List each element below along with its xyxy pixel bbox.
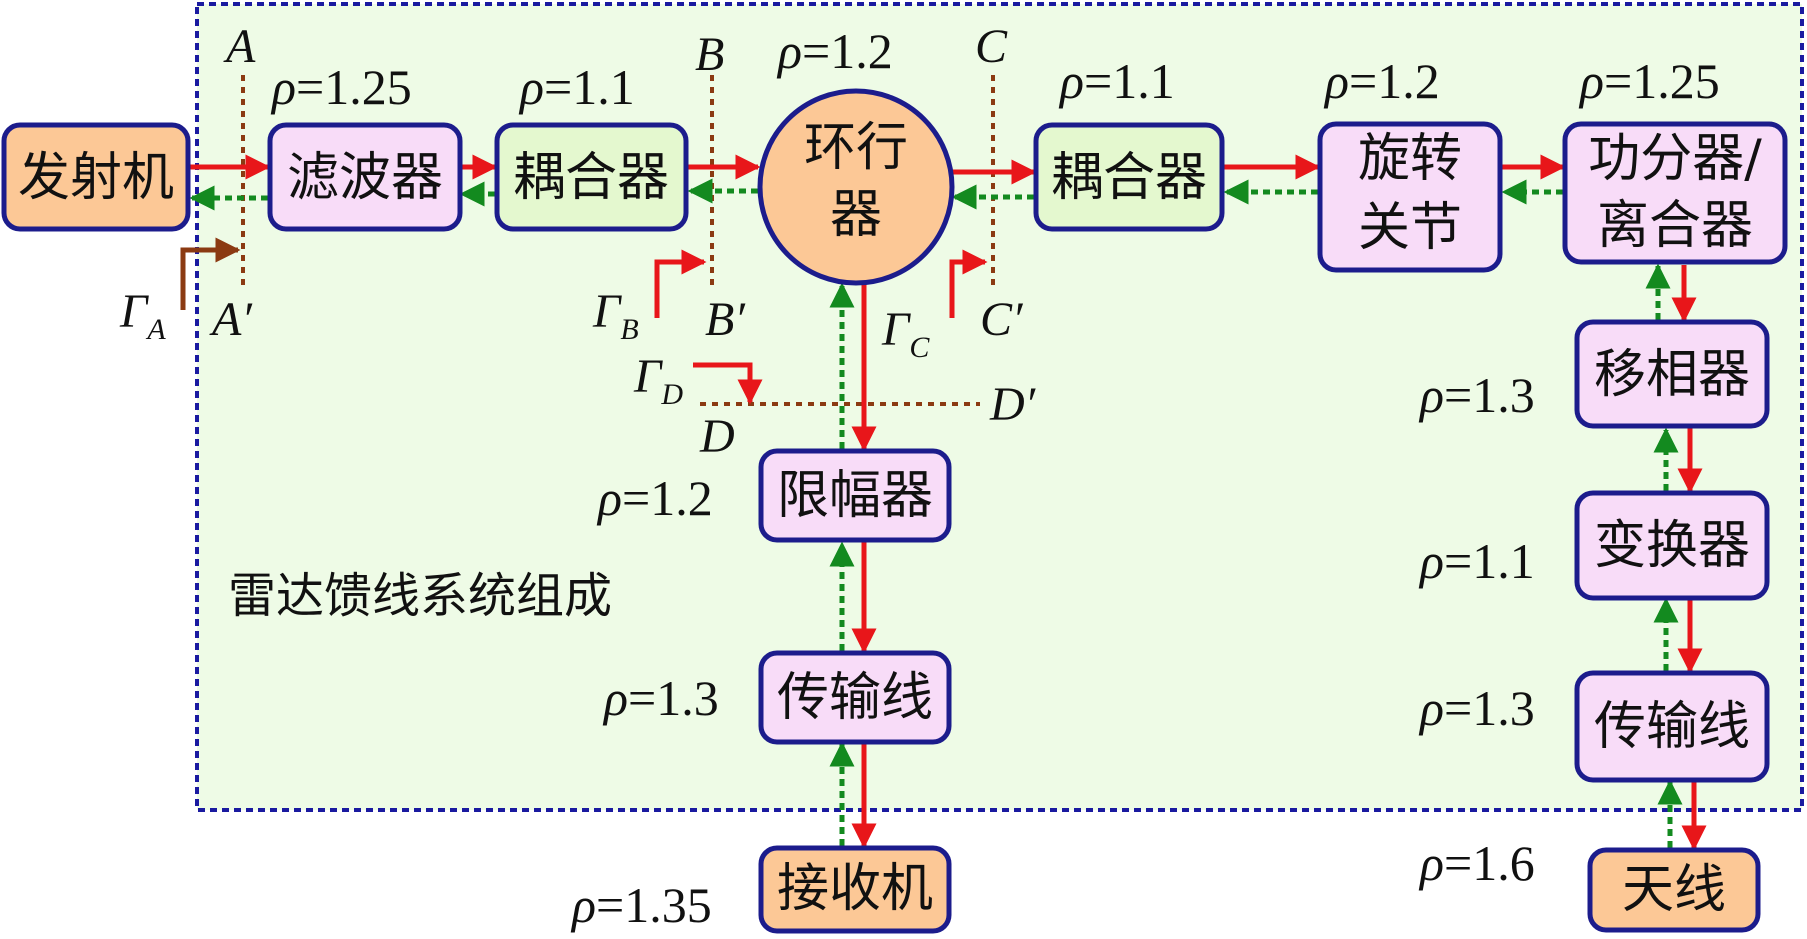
filter-block: 滤波器 (267, 122, 463, 232)
vswr-coupler-left: ρ=1.1 (518, 59, 635, 115)
vswr-limiter: ρ=1.2 (596, 470, 713, 526)
tline-right-label: 传输线 (1594, 697, 1750, 757)
gamma-d-arrow (693, 362, 763, 405)
gamma-d-label: ΓD (633, 350, 683, 411)
tline-right-block: 传输线 (1574, 670, 1770, 783)
divider-block: 功分器/ 离合器 (1562, 121, 1788, 265)
divider-label-line1: 功分器/ (1588, 129, 1762, 189)
vswr-receiver: ρ=1.35 (570, 877, 712, 933)
rotary-joint-label-line1: 旋转 (1358, 129, 1462, 189)
plane-b-prime-label: B′ (705, 293, 746, 346)
vswr-divider: ρ=1.25 (1578, 53, 1720, 109)
forward-arrows (190, 154, 1707, 851)
vswr-phase-shifter: ρ=1.3 (1418, 367, 1535, 423)
feeder-system-region (195, 2, 1804, 812)
gamma-b-arrow (654, 249, 707, 318)
limiter-label: 限幅器 (777, 466, 933, 526)
vswr-converter: ρ=1.1 (1418, 533, 1535, 589)
circulator-label-line2: 器 (830, 185, 882, 245)
tline-left-label: 传输线 (777, 668, 933, 728)
tline-left-block: 传输线 (758, 650, 952, 745)
plane-c-prime-label: C′ (980, 293, 1024, 346)
reference-lines (241, 75, 995, 406)
gamma-a-label: ΓA (119, 285, 166, 346)
plane-c-label: C (975, 20, 1008, 73)
gamma-b-label: ΓB (592, 285, 639, 346)
vswr-coupler-right: ρ=1.1 (1058, 53, 1175, 109)
coupler-left-label: 耦合器 (513, 148, 669, 208)
circulator-label-line1: 环行 (804, 118, 908, 178)
antenna-label: 天线 (1622, 860, 1726, 920)
reflected-arrows (189, 178, 1683, 848)
limiter-block: 限幅器 (758, 448, 952, 543)
receiver-block: 接收机 (758, 845, 952, 934)
transmitter-block: 发射机 (1, 122, 191, 232)
receiver-label: 接收机 (777, 859, 933, 919)
coupler-right-block: 耦合器 (1033, 122, 1225, 232)
plane-a-label: A (223, 20, 256, 73)
coupler-right-label: 耦合器 (1051, 148, 1207, 208)
plane-d-label: D (699, 410, 735, 463)
gamma-a-arrow (180, 237, 241, 310)
vswr-antenna: ρ=1.6 (1418, 835, 1535, 891)
plane-b-label: B (695, 28, 724, 81)
circulator-block: 环行 器 (757, 88, 955, 286)
vswr-tline-left: ρ=1.3 (602, 670, 719, 726)
filter-label: 滤波器 (287, 148, 443, 208)
converter-label: 变换器 (1594, 516, 1750, 576)
antenna-block: 天线 (1587, 847, 1761, 933)
vswr-rotary-joint: ρ=1.2 (1323, 53, 1440, 109)
gamma-c-arrow (949, 249, 988, 318)
converter-block: 变换器 (1574, 490, 1770, 601)
transmitter-label: 发射机 (18, 148, 174, 208)
phase-shifter-label: 移相器 (1594, 345, 1750, 405)
vswr-filter: ρ=1.25 (270, 59, 412, 115)
rotary-joint-block: 旋转 关节 (1317, 121, 1503, 273)
gamma-c-label: ΓC (881, 303, 930, 364)
phase-shifter-block: 移相器 (1574, 319, 1770, 429)
divider-label-line2: 离合器 (1597, 196, 1753, 256)
diagram-title: 雷达馈线系统组成 (228, 568, 612, 624)
vswr-circulator: ρ=1.2 (776, 23, 893, 79)
coupler-left-block: 耦合器 (494, 122, 689, 232)
rotary-joint-label-line2: 关节 (1358, 198, 1462, 258)
plane-a-prime-label: A′ (209, 293, 253, 346)
vswr-tline-right: ρ=1.3 (1418, 680, 1535, 736)
plane-d-prime-label: D′ (989, 378, 1037, 431)
